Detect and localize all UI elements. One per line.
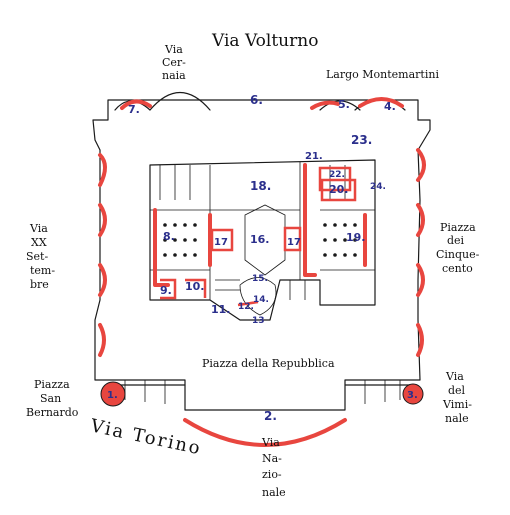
label-number-19: 19.	[346, 231, 366, 244]
label-piazza-cinquecento-4: cento	[442, 262, 473, 275]
label-number-16: 16.	[250, 233, 270, 246]
enclosure-highlights	[98, 97, 426, 447]
label-via-xx-settembre-3: Set-	[26, 250, 48, 263]
label-number-4: 4.	[384, 100, 396, 113]
corner-rotunda-1	[100, 381, 126, 407]
label-via-viminale-1: Via	[445, 370, 464, 383]
label-number-23: 23.	[351, 133, 372, 147]
label-number-1: 1.	[107, 390, 118, 401]
label-via-xx-settembre-5: bre	[30, 278, 49, 291]
label-number-10: 10.	[185, 280, 205, 293]
label-via-xx-settembre-1: Via	[29, 222, 48, 235]
label-via-nazionale-2: Na-	[262, 452, 282, 465]
main-building	[149, 159, 376, 321]
label-via-nazionale-4: nale	[262, 486, 286, 499]
label-number-6: 6.	[250, 93, 263, 107]
label-number-12: 12.	[238, 302, 254, 312]
label-number-17-right: 17	[287, 237, 301, 248]
label-largo-montemartini: Largo Montemartini	[326, 68, 439, 81]
label-piazza-san-bernardo-1: Piazza	[34, 378, 70, 391]
hall-columns-right	[323, 223, 357, 257]
label-number-7: 7.	[128, 103, 140, 116]
label-number-22: 22.	[329, 170, 345, 180]
label-number-21: 21.	[305, 151, 323, 162]
label-via-cernaia-3: naia	[162, 69, 186, 82]
label-number-3: 3.	[407, 390, 418, 401]
label-number-9: 9.	[160, 284, 172, 297]
label-via-viminale-2: del	[448, 384, 466, 397]
label-number-20: 20.	[329, 183, 349, 196]
label-via-cernaia-1: Via	[164, 43, 183, 56]
label-via-xx-settembre-4: tem-	[30, 264, 55, 277]
label-piazza-cinquecento-2: dei	[447, 234, 465, 247]
label-piazza-cinquecento-1: Piazza	[440, 221, 476, 234]
label-piazza-cinquecento-3: Cinque-	[436, 248, 480, 261]
label-number-14: 14.	[253, 295, 269, 305]
label-piazza-san-bernardo-2: San	[40, 392, 61, 405]
label-piazza-repubblica: Piazza della Repubblica	[202, 357, 335, 370]
label-number-8: 8.	[163, 230, 175, 243]
label-via-nazionale-3: zio-	[262, 468, 282, 481]
label-number-2: 2.	[264, 409, 277, 423]
label-via-nazionale-1: Via	[261, 436, 280, 449]
label-via-viminale-3: Vimi-	[442, 398, 472, 411]
label-number-13: 13	[252, 316, 265, 326]
label-number-24: 24.	[370, 182, 386, 192]
label-number-5: 5.	[338, 98, 350, 111]
label-via-viminale-4: nale	[445, 412, 469, 425]
title-via-volturno: Via Volturno	[211, 31, 318, 51]
hall-columns-left	[163, 223, 197, 257]
label-via-xx-settembre-2: XX	[31, 236, 47, 249]
building-highlights	[153, 163, 367, 307]
label-number-15: 15.	[252, 274, 268, 284]
label-number-17-left: 17	[214, 237, 228, 248]
label-piazza-san-bernardo-3: Bernardo	[26, 406, 79, 419]
label-via-cernaia-2: Cer-	[162, 56, 186, 69]
corner-rotunda-3	[402, 383, 424, 405]
label-number-18: 18.	[250, 179, 271, 193]
label-number-11: 11.	[211, 303, 231, 316]
bottom-colonnades	[119, 380, 411, 406]
